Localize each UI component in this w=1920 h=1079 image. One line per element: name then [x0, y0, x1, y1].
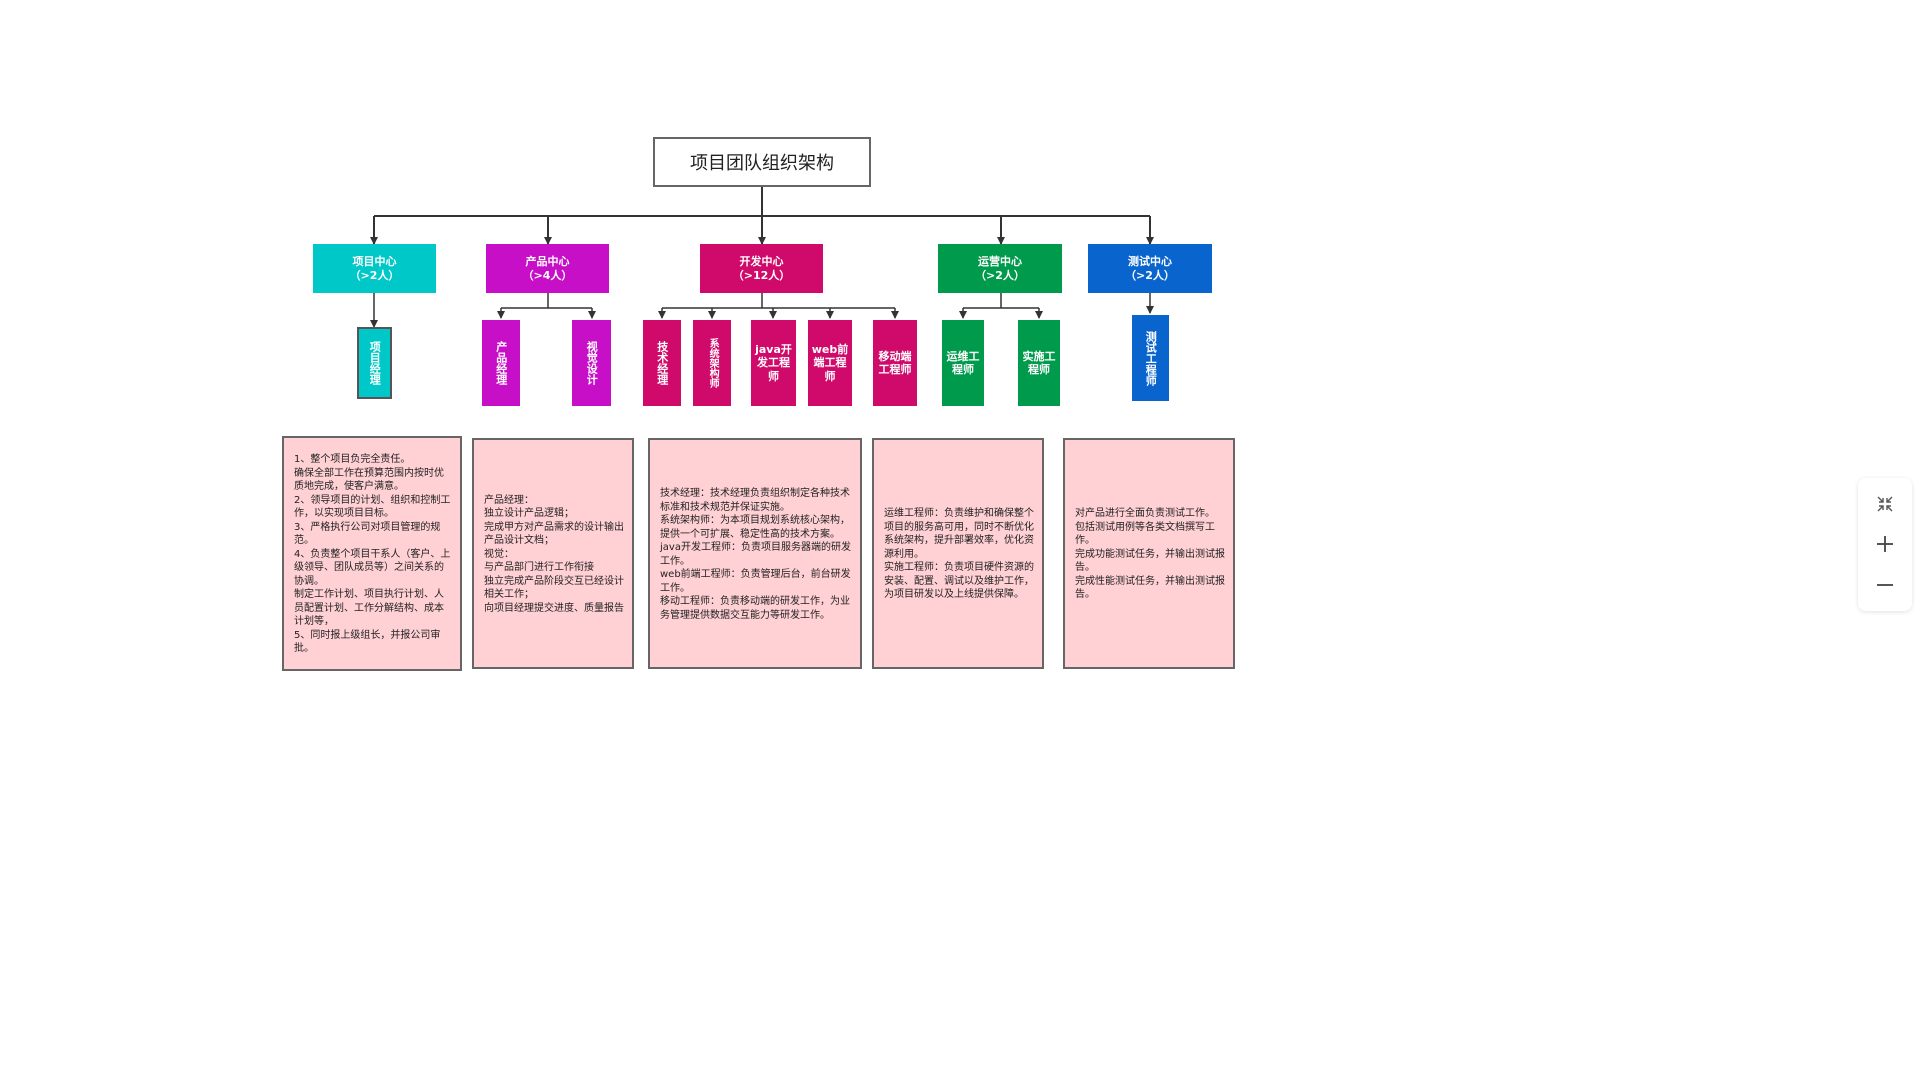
desc-box-test[interactable]: 对产品进行全面负责测试工作。 包括测试用例等各类文档撰写工作。 完成功能测试任务… — [1063, 438, 1235, 669]
role-label: java开发工程师 — [755, 342, 792, 383]
zoom-out-button[interactable] — [1867, 568, 1903, 602]
desc-text: 产品经理： 独立设计产品逻辑； 完成甲方对产品需求的设计输出产品设计文档； 视觉… — [484, 494, 624, 614]
role-node-ops-engineer[interactable]: 运维工程师 — [942, 320, 984, 406]
center-node-project[interactable]: 项目中心 （>2人） — [313, 244, 436, 293]
role-node-project-manager[interactable]: 项目经理 — [357, 327, 392, 399]
center-name: 开发中心 — [739, 254, 784, 268]
role-label: 测试工程师 — [1144, 330, 1158, 386]
center-name: 运营中心 — [978, 254, 1022, 268]
center-node-ops[interactable]: 运营中心 （>2人） — [938, 244, 1062, 293]
role-label: 视觉设计 — [585, 341, 599, 385]
center-node-dev[interactable]: 开发中心 （>12人） — [700, 244, 823, 293]
desc-text: 技术经理：技术经理负责组织制定各种技术标准和技术规范并保证实施。 系统架构师：为… — [660, 488, 851, 621]
role-node-architect[interactable]: 系统架构师 — [693, 320, 731, 406]
root-node[interactable]: 项目团队组织架构 — [653, 137, 871, 187]
role-node-tech-manager[interactable]: 技术经理 — [643, 320, 681, 406]
center-node-test[interactable]: 测试中心 （>2人） — [1088, 244, 1212, 293]
center-count: （>2人） — [975, 268, 1025, 282]
desc-text: 1、整个项目负完全责任。 确保全部工作在预算范围内按时优质地完成，使客户满意。 … — [294, 454, 451, 655]
role-label: 实施工程师 — [1022, 349, 1056, 376]
zoom-in-icon — [1877, 536, 1893, 553]
role-label: 系统架构师 — [707, 338, 719, 388]
collapse-icon — [1877, 496, 1893, 512]
center-node-product[interactable]: 产品中心 （>4人） — [486, 244, 609, 293]
center-count: （>4人） — [522, 268, 573, 282]
zoom-in-button[interactable] — [1867, 527, 1903, 561]
desc-text: 对产品进行全面负责测试工作。 包括测试用例等各类文档撰写工作。 完成功能测试任务… — [1075, 508, 1225, 601]
role-label: 产品经理 — [494, 341, 508, 385]
center-name: 测试中心 — [1128, 254, 1172, 268]
center-count: （>12人） — [732, 268, 791, 282]
role-label: 运维工程师 — [946, 349, 980, 376]
role-label: 移动端工程师 — [878, 349, 912, 376]
zoom-out-icon — [1877, 583, 1893, 586]
desc-box-product[interactable]: 产品经理： 独立设计产品逻辑； 完成甲方对产品需求的设计输出产品设计文档； 视觉… — [472, 438, 634, 669]
center-name: 项目中心 — [352, 254, 397, 268]
role-node-test-engineer[interactable]: 测试工程师 — [1132, 315, 1169, 401]
collapse-button[interactable] — [1867, 487, 1903, 521]
desc-text: 运维工程师：负责维护和确保整个项目的服务高可用，同时不断优化系统架构，提升部署效… — [884, 508, 1034, 601]
role-node-visual-design[interactable]: 视觉设计 — [572, 320, 611, 406]
role-label: 项目经理 — [368, 341, 382, 385]
zoom-controls — [1858, 478, 1912, 611]
desc-box-project[interactable]: 1、整个项目负完全责任。 确保全部工作在预算范围内按时优质地完成，使客户满意。 … — [282, 436, 462, 671]
role-label: 技术经理 — [655, 341, 669, 385]
role-node-product-manager[interactable]: 产品经理 — [482, 320, 520, 406]
desc-box-dev[interactable]: 技术经理：技术经理负责组织制定各种技术标准和技术规范并保证实施。 系统架构师：为… — [648, 438, 862, 669]
role-node-impl-engineer[interactable]: 实施工程师 — [1018, 320, 1060, 406]
role-node-mobile-dev[interactable]: 移动端工程师 — [873, 320, 917, 406]
center-count: （>2人） — [349, 268, 400, 282]
role-node-web-frontend[interactable]: web前端工程师 — [808, 320, 852, 406]
desc-box-ops[interactable]: 运维工程师：负责维护和确保整个项目的服务高可用，同时不断优化系统架构，提升部署效… — [872, 438, 1044, 669]
center-name: 产品中心 — [525, 254, 570, 268]
root-label: 项目团队组织架构 — [690, 153, 834, 174]
center-count: （>2人） — [1125, 268, 1175, 282]
role-node-java-dev[interactable]: java开发工程师 — [751, 320, 796, 406]
role-label: web前端工程师 — [811, 342, 849, 383]
